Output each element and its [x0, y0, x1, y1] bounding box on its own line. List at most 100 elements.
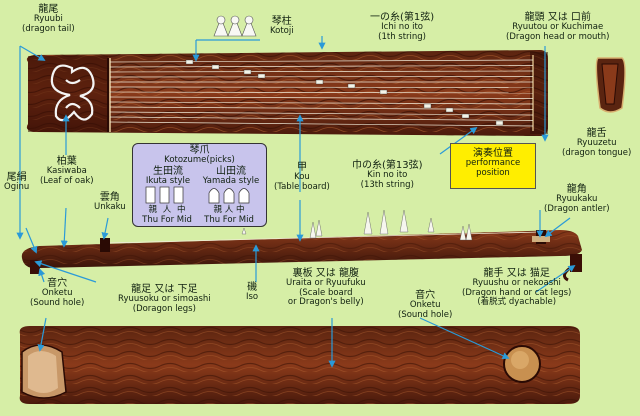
performance-position-label: 演奏位置 performance position: [451, 144, 535, 178]
ryuubi-en: (dragon tail): [22, 23, 75, 34]
koto-top-view: [26, 50, 549, 136]
ikuta-style: 生田流 Ikuta style: [139, 166, 197, 187]
label-iso: 磯 Iso: [246, 282, 258, 303]
ikuta-en: Ikuta style: [145, 176, 191, 186]
ryuutou-romaji: Ryuutou or Kuchimae: [512, 22, 604, 32]
label-ryuubi: 龍尾 Ryuubi (dragon tail): [22, 4, 75, 34]
ryuushu-romaji: Ryuushu or nekoashi: [472, 278, 561, 288]
yamada-style: 山田流 Yamada style: [201, 166, 261, 187]
onketu-right-en: (Sound hole): [398, 309, 453, 320]
picks-romaji: Kotozume(picks): [164, 155, 235, 165]
ikuta-jp: 生田流: [153, 166, 183, 177]
kotoji-bridges-top: [185, 59, 504, 126]
ryuutou-jp: 龍頭 又は 口前: [524, 12, 591, 23]
ikuta-fingers-en: Thu For Mid: [141, 215, 193, 226]
onketu-left-jp: 音穴: [47, 278, 68, 289]
finger-jp-mid: 中: [176, 205, 186, 215]
ikuta-pick-thumb-icon: [145, 186, 156, 204]
ryuusoku-romaji: Ryuusoku or simoashi: [118, 294, 211, 304]
label-ryuushu: 龍手 又は 猫足 Ryuushu or nekoashi (Dragon han…: [462, 268, 571, 308]
ryuukaku-en: (Dragon antler): [544, 203, 610, 214]
kotoji-bridges-side: [241, 209, 473, 241]
finger-en-thu: Thu: [204, 215, 221, 225]
label-ryuuzetsu: 龍舌 Ryuuzetu (dragon tongue): [562, 128, 631, 158]
ikuta-pick-middle-icon: [173, 186, 184, 204]
label-kin-no-ito: 巾の糸(第13弦) Kin no ito (13th string): [352, 160, 423, 190]
finger-en-mid: Mid: [238, 215, 254, 225]
performance-en2: position: [476, 167, 510, 178]
finger-jp-thu: 親: [148, 205, 158, 215]
ichi-no-ito-jp: 一の糸(第1弦): [370, 12, 435, 23]
yamada-pick-thumb-icon: [208, 188, 220, 204]
ryuuzetsu-en: (dragon tongue): [562, 147, 632, 158]
label-oginu: 尾絹 Oginu: [4, 172, 29, 193]
picks-icons: [145, 186, 250, 204]
strings-top: [109, 59, 534, 127]
label-ryuusoku: 龍足 又は 下足 Ryuusoku or simoashi (Doragon l…: [118, 284, 211, 314]
onketu-left-romaji: Onketu: [41, 288, 73, 298]
ryuuzetsu-romaji: Ryuuzetu: [576, 138, 617, 148]
label-ryuutou: 龍頭 又は 口前 Ryuutou or Kuchimae (Dragon hea…: [506, 12, 609, 42]
ichi-no-ito-romaji: Ichi no ito: [381, 22, 423, 32]
picks-jp: 琴爪: [189, 145, 210, 156]
kou-romaji: Kou: [294, 172, 310, 182]
finger-jp-for: 人: [224, 205, 234, 215]
iso-romaji: Iso: [246, 292, 259, 302]
uraita-en2: or Dragon's belly): [287, 297, 364, 307]
finger-jp-for: 人: [162, 205, 172, 215]
kin-no-ito-en: (13th string): [360, 179, 414, 190]
ryuubi-jp: 龍尾: [38, 4, 59, 15]
kashiwaba-en: (Leaf of oak): [40, 175, 94, 186]
finger-jp-thu: 親: [213, 205, 223, 215]
ryuukaku-jp: 龍角: [566, 184, 587, 195]
ryuushu-en2: (着脱式 dyachable): [477, 297, 557, 307]
yamada-fingers-jp: 親 人 中: [207, 205, 251, 216]
koto-bottom-view: [19, 326, 580, 404]
uraita-en: (Scale board: [299, 287, 353, 298]
uraita-romaji: Uraita or Ryuufuku: [286, 278, 366, 288]
yamada-fingers-en: Thu For Mid: [203, 215, 255, 226]
performance-position-box: 演奏位置 performance position: [450, 143, 536, 189]
label-onketu-left: 音穴 Onketu (Sound hole): [30, 278, 84, 308]
onketu-right-romaji: Onketu: [409, 300, 441, 310]
kou-en: (Table board): [274, 181, 330, 192]
kin-no-ito-romaji: Kin no ito: [367, 170, 408, 180]
picks-box: 琴爪 Kotozume(picks) 生田流 Ikuta style 山田流 Y…: [132, 143, 267, 227]
onketu-left-en: (Sound hole): [30, 297, 85, 308]
label-onketu-right: 音穴 Onketu (Sound hole): [398, 290, 452, 320]
ryuusoku-en: (Doragon legs): [132, 303, 196, 314]
ryuuzetsu-jp: 龍舌: [586, 128, 607, 139]
oginu-jp: 尾絹: [6, 172, 27, 183]
yamada-jp: 山田流: [216, 166, 246, 177]
label-uraita: 裏板 又は 龍腹 Uraita or Ryuufuku (Scale board…: [286, 268, 366, 308]
ichi-no-ito-en: (1th string): [378, 31, 427, 42]
ryuusoku-jp: 龍足 又は 下足: [131, 284, 198, 295]
ryuubi-romaji: Ryuubi: [33, 14, 63, 24]
finger-en-thu: Thu: [142, 215, 159, 225]
picks-title: 琴爪 Kotozume(picks): [133, 145, 266, 166]
performance-en1: performance: [465, 158, 521, 168]
ryuuzetsu-piece: [595, 57, 626, 113]
uraita-jp: 裏板 又は 龍腹: [292, 268, 359, 279]
finger-en-for: For: [160, 215, 175, 225]
label-kashiwaba: 柏葉 Kasiwaba (Leaf of oak): [40, 156, 94, 186]
kashiwaba-romaji: Kasiwaba: [46, 166, 87, 176]
label-ichi-no-ito: 一の糸(第1弦) Ichi no ito (1th string): [370, 12, 434, 42]
koto-side-view: [21, 209, 583, 282]
iso-jp: 磯: [247, 282, 258, 293]
finger-en-for: For: [222, 215, 237, 225]
ryuutou-en: (Dragon head or mouth): [506, 31, 610, 42]
yamada-en: Yamada style: [202, 176, 260, 186]
ryuukaku-romaji: Ryuukaku: [556, 194, 598, 204]
kou-jp: 甲: [296, 162, 307, 173]
label-kotoji: 琴柱 Kotoji: [270, 16, 294, 37]
finger-jp-mid: 中: [235, 205, 245, 215]
kashiwaba-jp: 柏葉: [56, 156, 77, 167]
kotoji-jp: 琴柱: [271, 16, 292, 27]
yamada-pick-middle-icon: [238, 188, 250, 204]
ikuta-pick-index-icon: [159, 186, 170, 204]
kotoji-icons: [213, 15, 257, 37]
yamada-pick-index-icon: [223, 188, 235, 204]
